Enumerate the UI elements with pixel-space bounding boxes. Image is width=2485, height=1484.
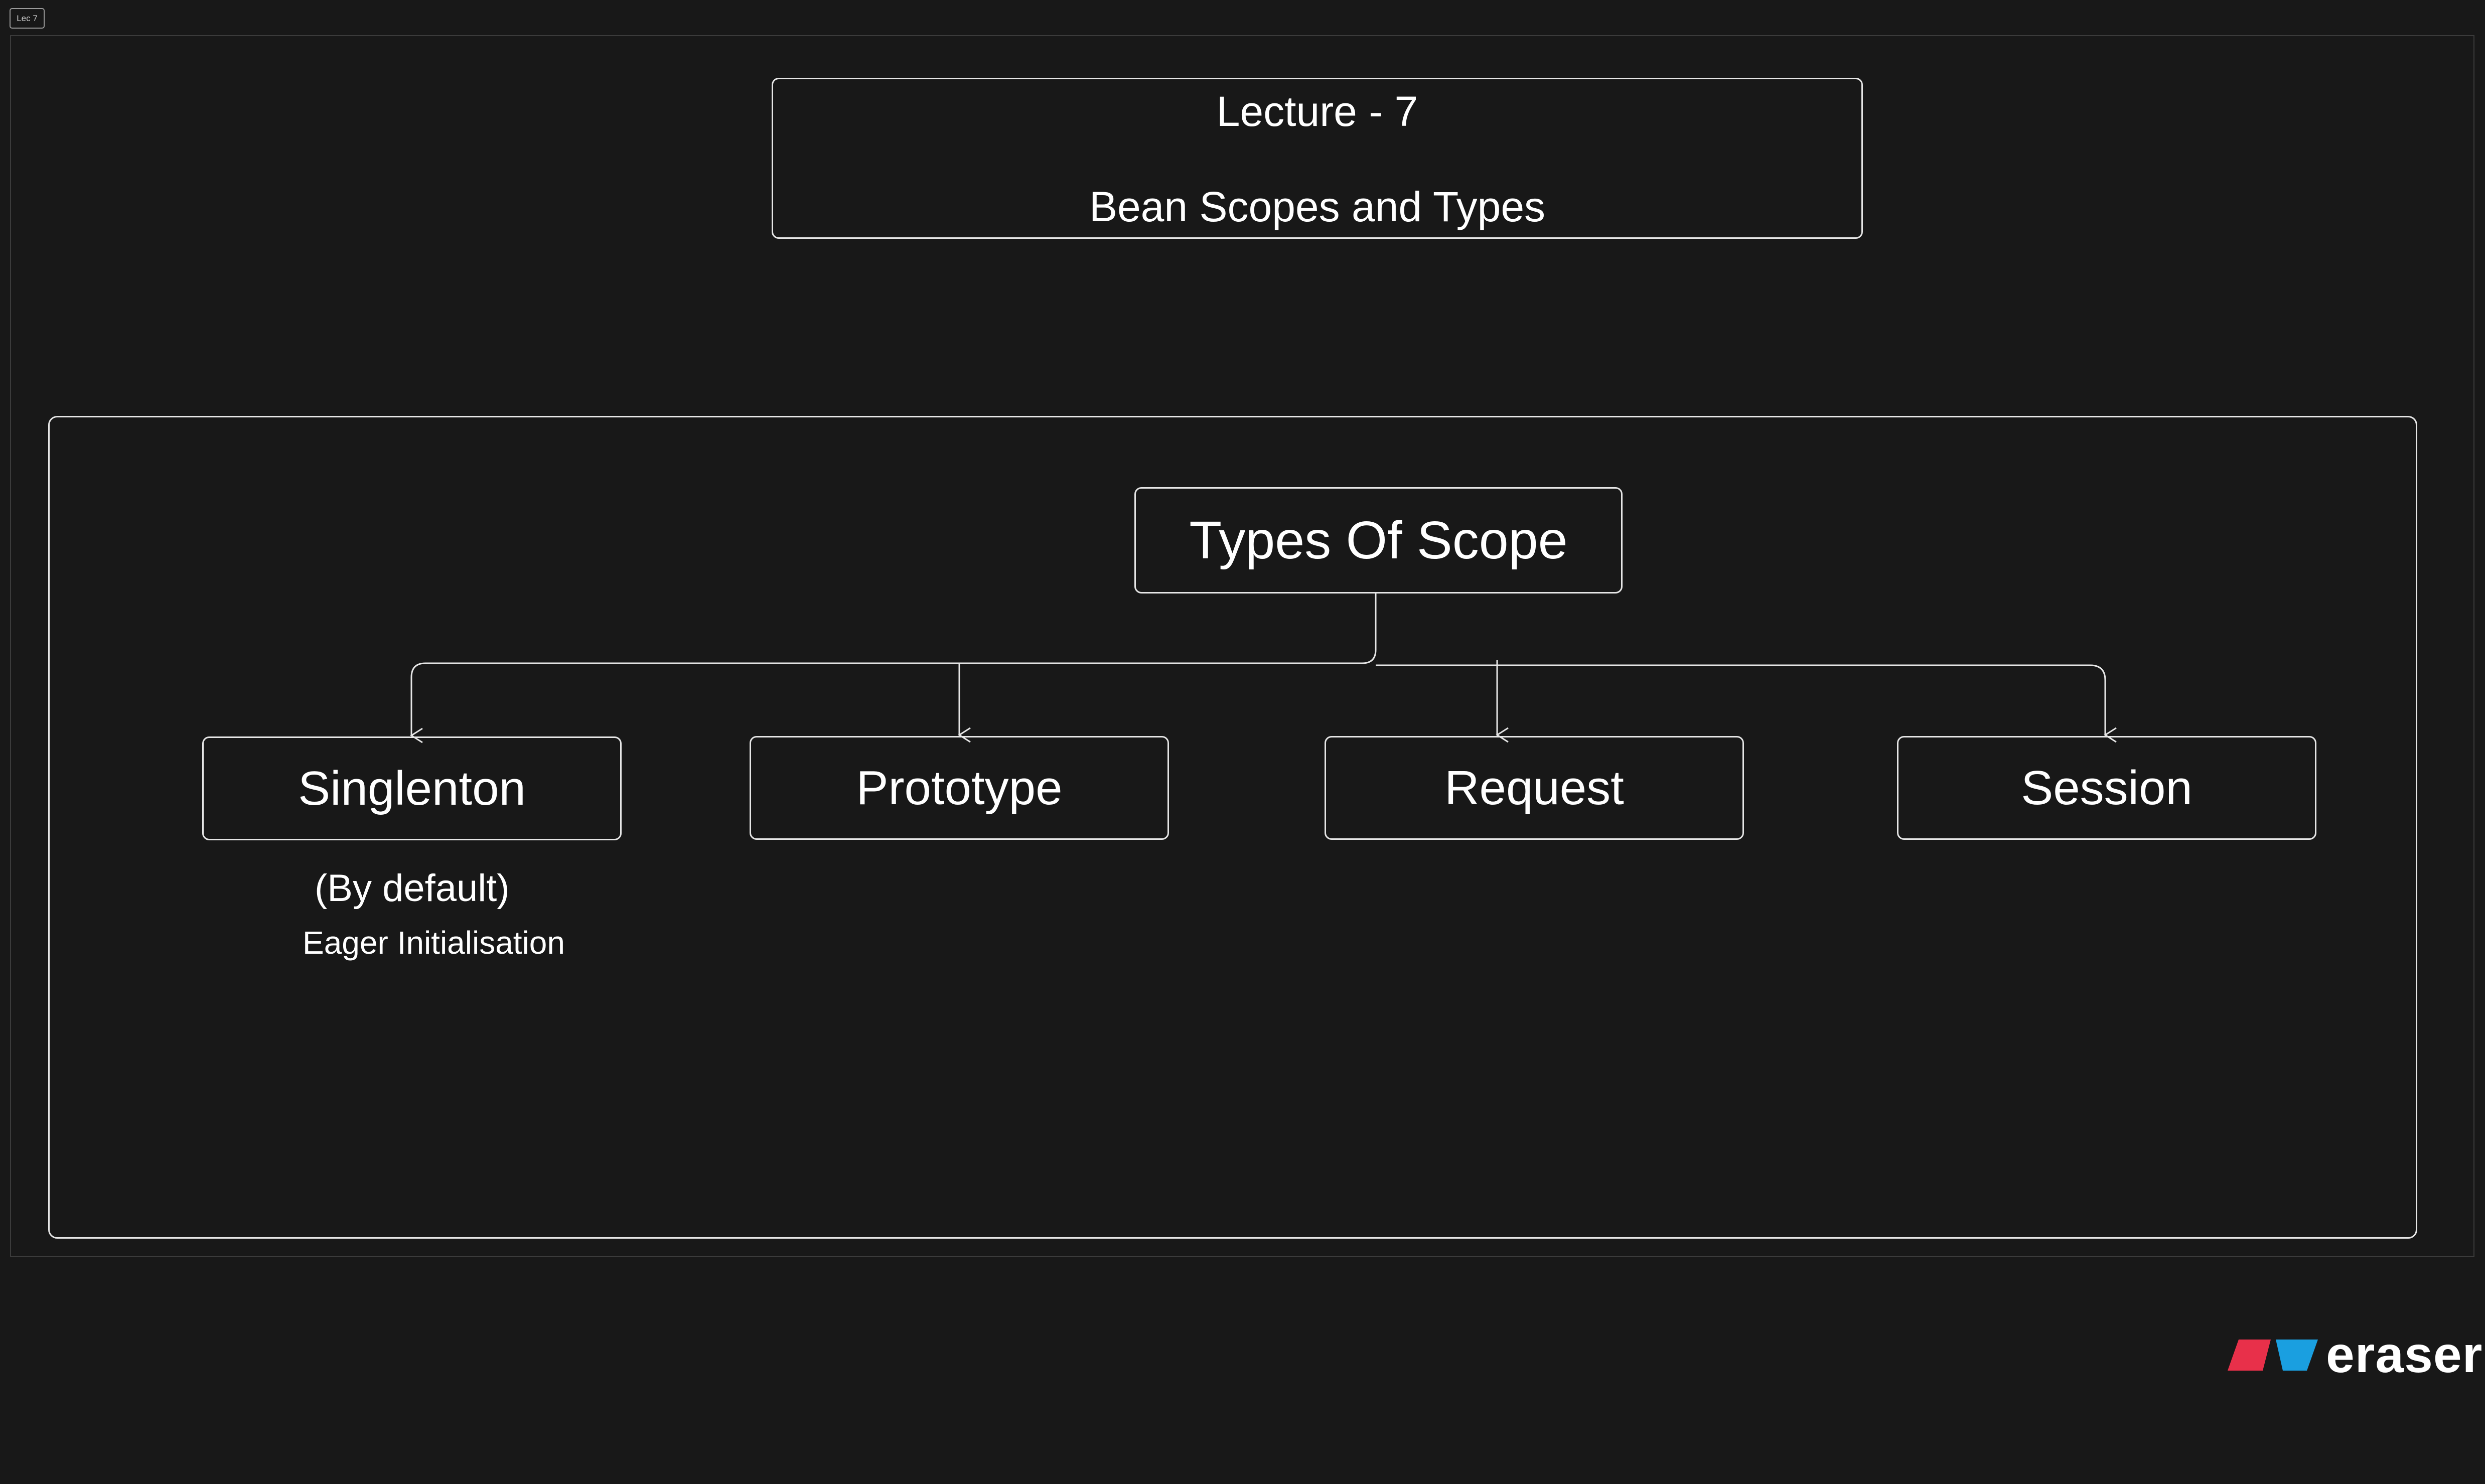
session-node[interactable]: Session xyxy=(1897,736,2316,840)
eraser-logo[interactable]: eraser xyxy=(2228,1325,2483,1383)
title-box[interactable]: Lecture - 7 Bean Scopes and Types xyxy=(772,78,1863,239)
lecture-subtitle: Bean Scopes and Types xyxy=(1089,183,1546,230)
singleton-default-note: (By default) xyxy=(315,867,510,910)
diagram-container[interactable] xyxy=(48,416,2417,1239)
lecture-title: Lecture - 7 xyxy=(1216,88,1418,135)
eraser-logo-icon xyxy=(2228,1340,2318,1371)
eraser-logo-text: eraser xyxy=(2326,1325,2483,1383)
types-of-scope-node[interactable]: Types Of Scope xyxy=(1134,487,1623,593)
frame-tag[interactable]: Lec 7 xyxy=(10,8,45,29)
request-node[interactable]: Request xyxy=(1325,736,1744,840)
singleton-node[interactable]: Singlenton xyxy=(202,736,622,840)
frame-border xyxy=(10,35,2474,1257)
prototype-node[interactable]: Prototype xyxy=(750,736,1169,840)
singleton-eager-note: Eager Initialisation xyxy=(303,925,565,961)
